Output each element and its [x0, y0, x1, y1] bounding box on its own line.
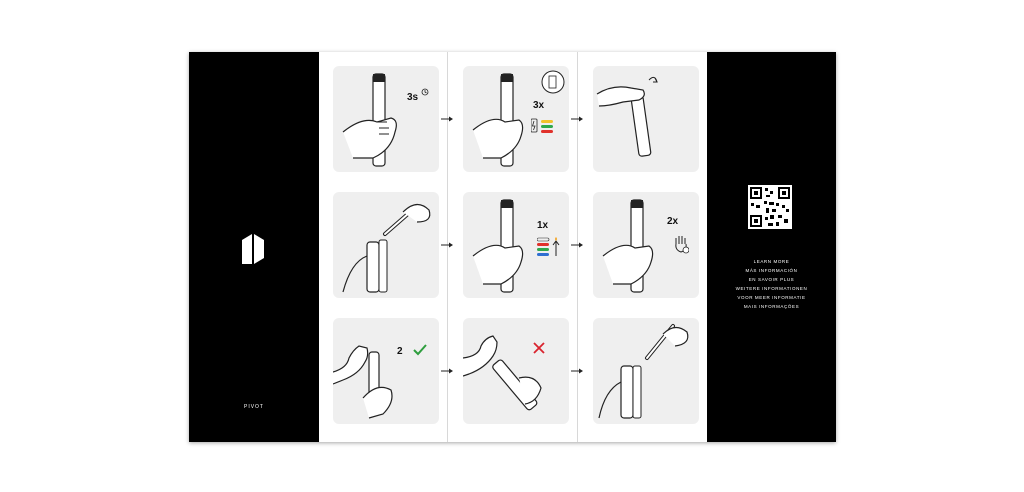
arrow-right-icon — [571, 242, 583, 248]
led-bars-icon — [537, 237, 560, 256]
arrow-right-icon — [441, 368, 453, 374]
logo-icon — [242, 234, 264, 264]
timer-icon — [682, 246, 689, 254]
left-cover-panel: PIVOT — [189, 52, 319, 442]
right-info-panel: LEARN MORE MÁS INFORMACIÓN EN SAVOIR PLU… — [707, 52, 836, 442]
info-line: EN SAVOIR PLUS — [748, 277, 795, 282]
step-5-count: 1x — [537, 220, 549, 231]
device-illustration — [602, 199, 654, 293]
step-6-lock: 2x — [593, 192, 699, 298]
arrow-right-icon — [571, 116, 583, 122]
column-divider — [447, 52, 448, 442]
step-8-wrong-angle — [463, 318, 569, 424]
step-7-inhale: 2 — [333, 318, 439, 424]
step-9-remove-pod — [593, 318, 699, 424]
face-illustration — [463, 335, 542, 411]
led-bars-icon — [531, 118, 553, 133]
info-line: WEITERE INFORMATIONEN — [735, 286, 808, 291]
step-4-insert-pod — [333, 192, 439, 298]
step-1-duration: 3s — [407, 92, 419, 103]
device-illustration — [342, 203, 431, 293]
step-3-open-cap — [593, 66, 699, 172]
battery-icon — [531, 120, 536, 131]
arrow-right-icon — [441, 116, 453, 122]
info-line: LEARN MORE — [753, 259, 790, 264]
arrow-right-icon — [571, 368, 583, 374]
device-illustration — [472, 70, 565, 167]
step-2-count: 3x — [533, 100, 545, 111]
step-2-battery-check: 3x — [463, 66, 569, 172]
column-divider — [577, 52, 578, 442]
device-illustration — [596, 76, 658, 157]
timer-icon — [421, 88, 429, 96]
instruction-sheet: PIVOT 3s 3x — [189, 52, 836, 442]
step-1-hold-button: 3s — [333, 66, 439, 172]
face-illustration — [333, 345, 393, 419]
brand-name: PIVOT — [243, 404, 264, 410]
hand-icon — [675, 236, 689, 254]
check-icon — [413, 344, 427, 356]
info-line: VOOR MEER INFORMATIE — [737, 295, 806, 300]
arrow-right-icon — [441, 242, 453, 248]
device-illustration — [342, 73, 397, 167]
step-6-count: 2x — [667, 216, 679, 227]
qr-code-icon[interactable] — [748, 185, 792, 229]
cross-icon — [533, 342, 545, 354]
flame-icon — [555, 237, 557, 241]
info-line: MAIS INFORMAÇÕES — [743, 304, 800, 309]
device-illustration — [472, 199, 524, 293]
step-7-seconds: 2 — [397, 346, 403, 357]
step-5-flavor-select: 1x — [463, 192, 569, 298]
learn-more-list: LEARN MORE MÁS INFORMACIÓN EN SAVOIR PLU… — [707, 257, 836, 311]
device-illustration — [598, 324, 689, 419]
info-line: MÁS INFORMACIÓN — [745, 268, 798, 273]
